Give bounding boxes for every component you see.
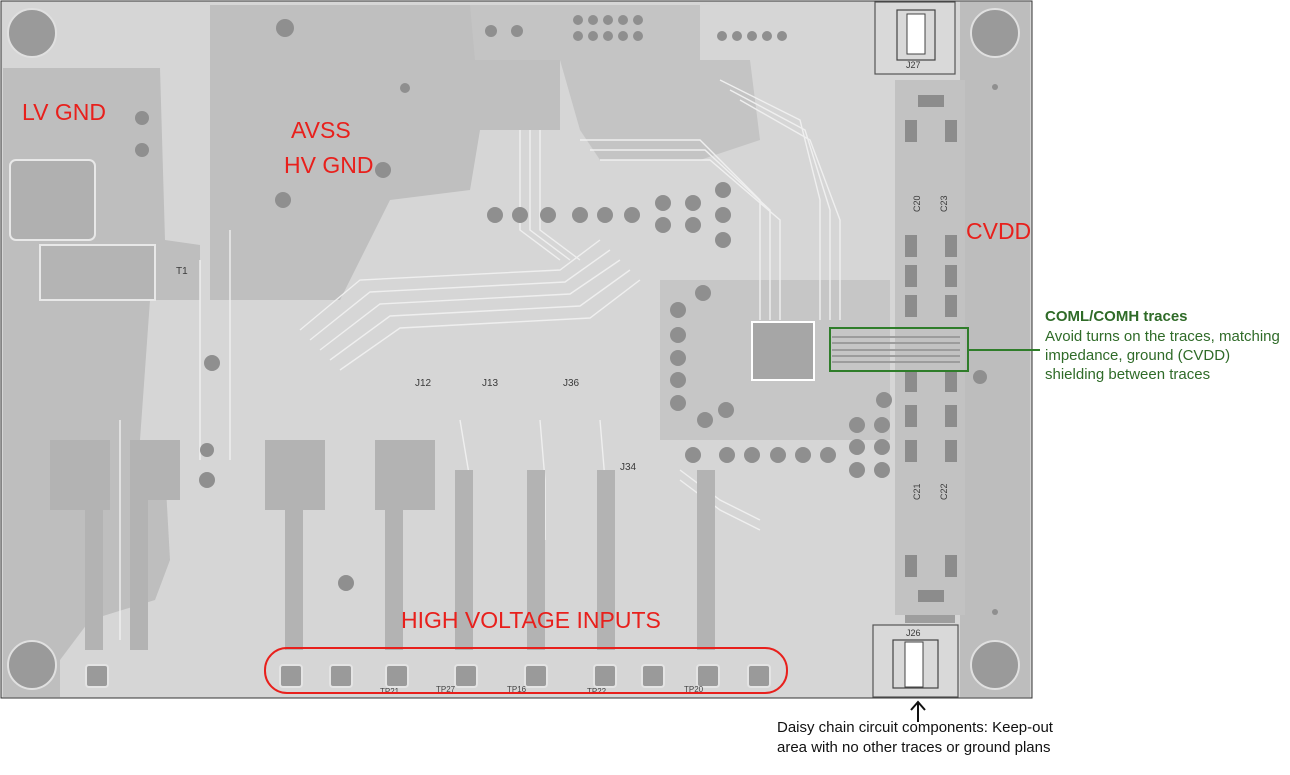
- daisy-annotation-text: Daisy chain circuit components: Keep-out…: [777, 719, 1053, 756]
- tp-label-1: TP21: [380, 687, 400, 696]
- pads: [135, 15, 998, 615]
- hv-inputs-highlight: [264, 647, 788, 694]
- avss-label: AVSS: [291, 117, 351, 143]
- jumper-label-1: J12: [415, 378, 432, 389]
- silk-c22: C22: [939, 483, 949, 500]
- hv-inputs-label: HIGH VOLTAGE INPUTS: [401, 607, 661, 633]
- lv-gnd-label: LV GND: [22, 99, 106, 125]
- lv-gnd-block: [39, 244, 156, 301]
- silk-j27: J27: [906, 60, 921, 70]
- coml-annotation-text: Avoid turns on the traces, matching impe…: [1045, 328, 1280, 383]
- avss-plane: [210, 5, 560, 300]
- tp-label-5: TP20: [684, 685, 704, 694]
- tp-label-2: TP27: [436, 685, 456, 694]
- coml-annotation-title: COML/COMH traces: [1045, 308, 1188, 325]
- cvdd-strip: [895, 80, 965, 615]
- silk-c23: C23: [939, 195, 949, 212]
- silk-c21: C21: [912, 483, 922, 500]
- silk-j26: J26: [906, 628, 921, 638]
- tp-label-4: TP22: [587, 687, 607, 696]
- hv-gnd-label: HV GND: [284, 152, 374, 178]
- lv-gnd-component: [9, 159, 96, 241]
- connector-j26: [872, 624, 959, 698]
- jumper-label-3: J36: [563, 378, 580, 389]
- coml-comh-traces: [832, 336, 960, 363]
- mounting-holes: [7, 8, 1020, 690]
- jumper-label-2: J13: [482, 378, 499, 389]
- silk-c20: C20: [912, 195, 922, 212]
- jumper-label-4: J34: [620, 462, 637, 473]
- smd-parts: [905, 95, 957, 623]
- mcu-chip: [751, 321, 815, 381]
- test-point-pads: [85, 664, 771, 688]
- silk-t1: T1: [176, 266, 188, 277]
- hv-input-strips: [50, 440, 715, 650]
- connector-j27: [874, 1, 956, 75]
- tp-label-3: TP16: [507, 685, 527, 694]
- daisy-arrow: [910, 700, 926, 722]
- avss-plane-2: [470, 5, 760, 160]
- cvdd-label: CVDD: [966, 218, 1032, 244]
